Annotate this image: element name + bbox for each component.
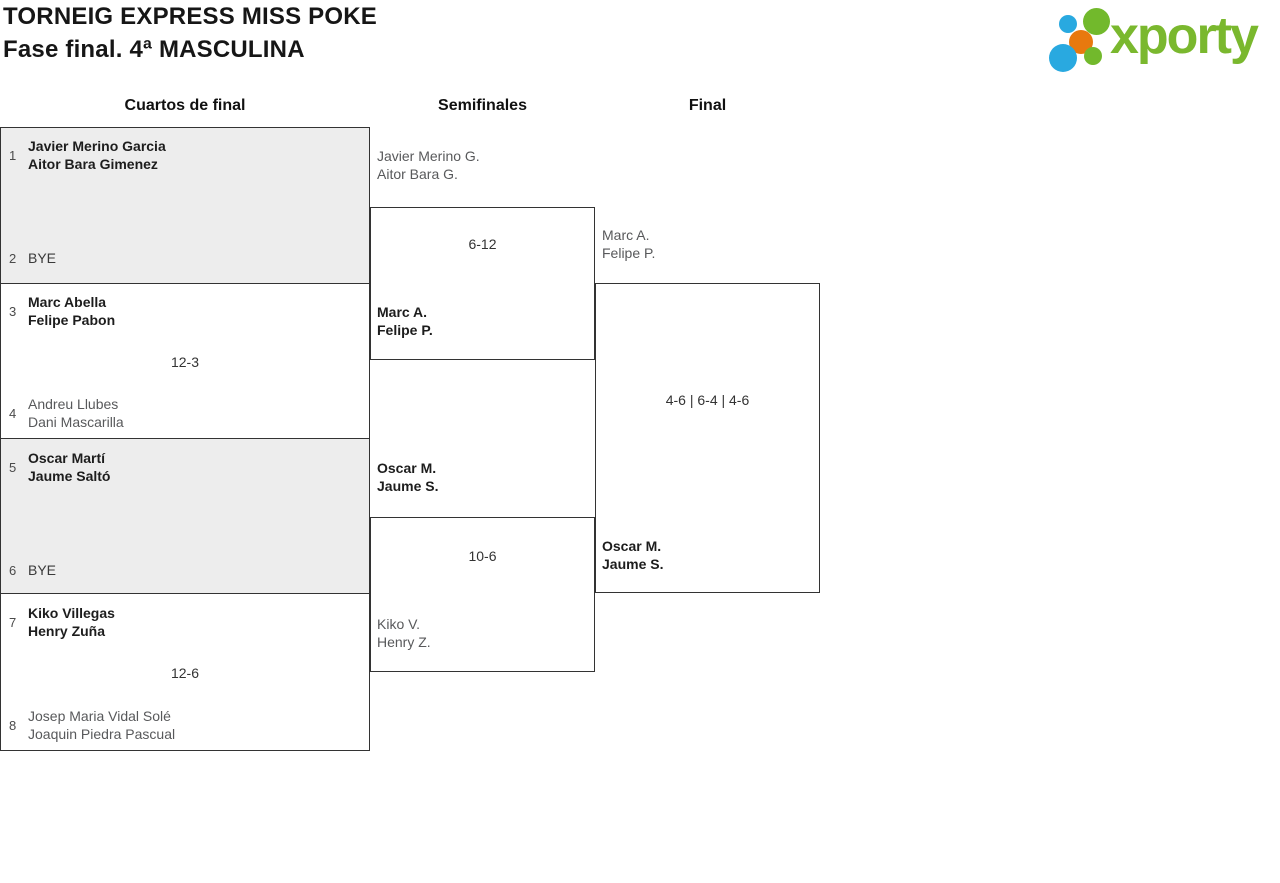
match-quarterfinal-2: 3 Marc Abella Felipe Pabon 12-3 4 Andreu… [0, 283, 370, 439]
match-quarterfinal-4: 7 Kiko Villegas Henry Zuña 12-6 8 Josep … [0, 593, 370, 751]
match-score: 4-6 | 6-4 | 4-6 [665, 392, 750, 408]
match-box-semifinal-2 [370, 517, 595, 672]
participant-pair: Javier Merino Garcia Aitor Bara Gimenez [28, 138, 166, 172]
match-quarterfinal-1: 1 Javier Merino Garcia Aitor Bara Gimene… [0, 127, 370, 284]
participant-pair: Oscar M. Jaume S. [377, 460, 439, 494]
participant-pair: Javier Merino G. Aitor Bara G. [377, 148, 480, 182]
match-score: 12-3 [170, 354, 200, 370]
match-score: 6-12 [468, 236, 497, 252]
match-quarterfinal-3: 5 Oscar Martí Jaume Saltó 6 BYE [0, 438, 370, 594]
logo-dot-blue-large [1049, 44, 1077, 72]
match-score: 10-6 [468, 548, 497, 564]
seed-number: 4 [9, 405, 17, 421]
participant-pair: Marc Abella Felipe Pabon [28, 294, 116, 328]
match-box-final [595, 283, 820, 593]
seed-number: 1 [9, 147, 17, 163]
logo-dot-green-large [1083, 8, 1110, 35]
participant-pair: Marc A. Felipe P. [377, 304, 433, 338]
round-header-semifinals: Semifinales [438, 97, 527, 114]
round-header-quarterfinals: Cuartos de final [124, 97, 246, 114]
participant-pair: Kiko Villegas Henry Zuña [28, 605, 115, 639]
participant-pair: Kiko V. Henry Z. [377, 616, 431, 650]
seed-number: 5 [9, 459, 17, 475]
seed-number: 7 [9, 614, 17, 630]
participant-pair: Andreu Llubes Dani Mascarilla [28, 396, 124, 430]
seed-number: 6 [9, 562, 17, 578]
logo-dot-green-small [1084, 47, 1102, 65]
round-header-final: Final [688, 97, 727, 114]
brand-wordmark: xporty [1110, 7, 1259, 65]
participant-pair: BYE [28, 250, 57, 266]
seed-number: 8 [9, 717, 17, 733]
participant-pair: Marc A. Felipe P. [602, 227, 656, 261]
page-subtitle: Fase final. 4ª MASCULINA [3, 36, 305, 63]
xporty-logo[interactable]: xporty [1045, 0, 1280, 75]
seed-number: 2 [9, 250, 17, 266]
participant-pair: Josep Maria Vidal Solé Joaquin Piedra Pa… [28, 708, 176, 742]
match-score: 12-6 [170, 665, 200, 681]
participant-pair: Oscar Martí Jaume Saltó [28, 450, 111, 484]
logo-dot-blue-small [1059, 15, 1077, 33]
page-title: TORNEIG EXPRESS MISS POKE [3, 3, 377, 30]
participant-pair: Oscar M. Jaume S. [602, 538, 664, 572]
participant-pair: BYE [28, 562, 57, 578]
match-box-semifinal-1 [370, 207, 595, 360]
seed-number: 3 [9, 303, 17, 319]
